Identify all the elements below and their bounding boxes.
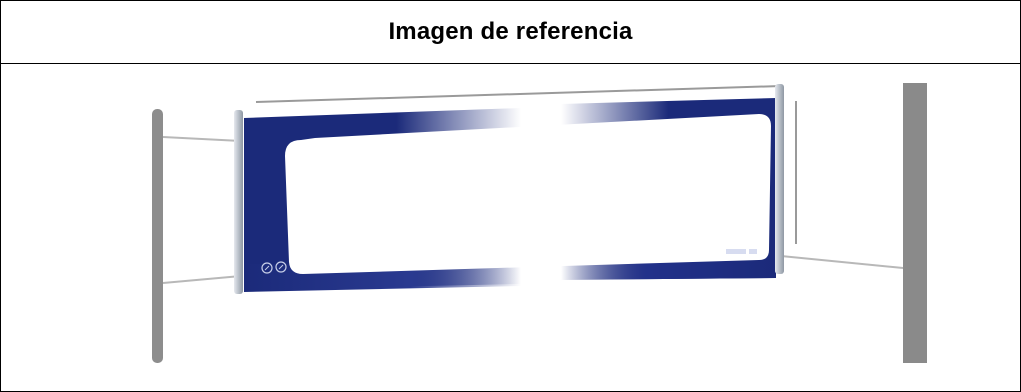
left-frame-pole xyxy=(234,110,243,294)
logo-circle-icon xyxy=(275,261,287,273)
right-frame-pole xyxy=(775,84,784,274)
logo-circle-icon xyxy=(261,262,273,274)
banner xyxy=(244,98,776,292)
tension-lines xyxy=(162,85,904,284)
banner-illustration xyxy=(152,83,927,363)
brand-mark-icon xyxy=(726,249,757,254)
reference-image-cell xyxy=(1,64,1020,391)
left-post xyxy=(152,109,163,363)
header-title: Imagen de referencia xyxy=(388,18,633,45)
right-post xyxy=(903,83,927,363)
table-header: Imagen de referencia xyxy=(1,1,1020,64)
